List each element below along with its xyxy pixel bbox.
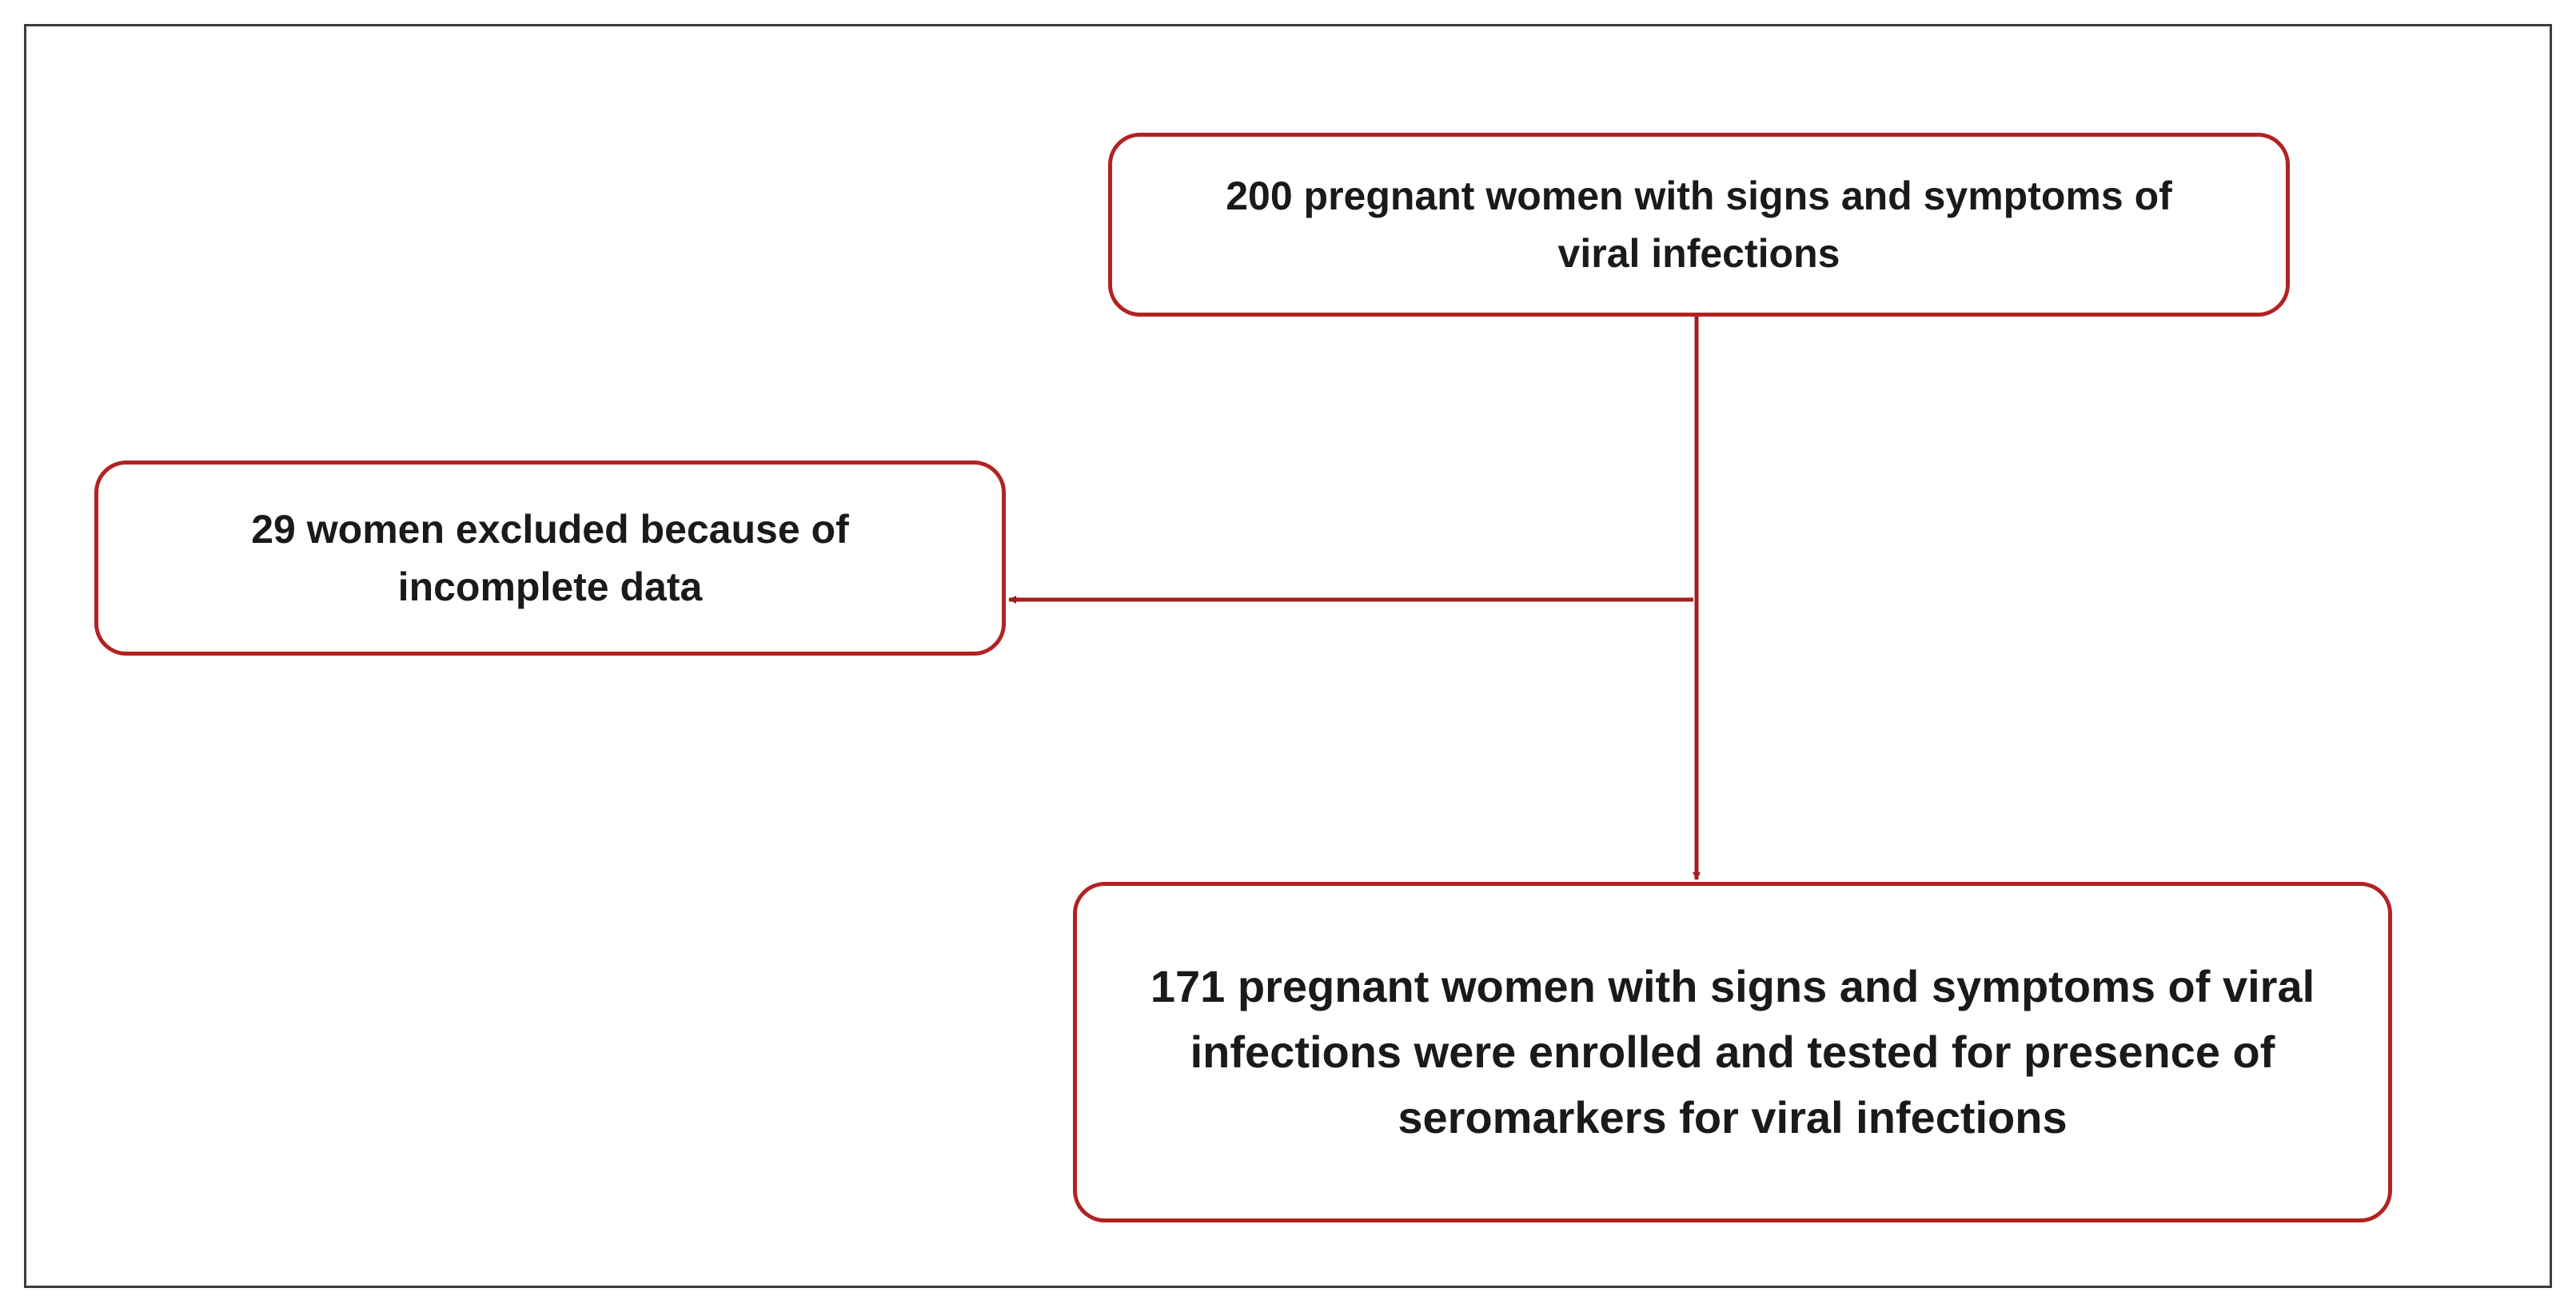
node-excluded-text: 29 women excluded because of incomplete …	[251, 507, 849, 609]
node-initial-population: 200 pregnant women with signs and sympto…	[1108, 133, 2290, 317]
node-enrolled-text: 171 pregnant women with signs and sympto…	[1150, 961, 2315, 1143]
node-excluded: 29 women excluded because of incomplete …	[94, 461, 1006, 656]
node-initial-population-text: 200 pregnant women with signs and sympto…	[1226, 173, 2172, 276]
figure-frame	[24, 24, 2552, 1288]
node-enrolled: 171 pregnant women with signs and sympto…	[1073, 882, 2392, 1222]
